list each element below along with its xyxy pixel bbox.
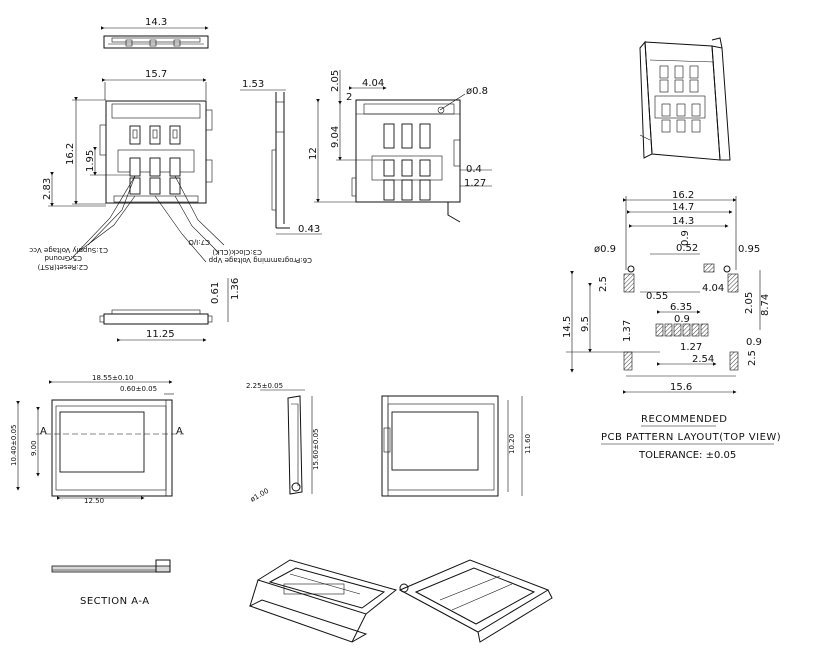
dim-rv-2: 2 [346, 92, 352, 103]
connector-right-view: 2.05 4.04 2 ø0.8 12 9.04 [308, 70, 492, 223]
side-view: 1.53 0.43 [240, 79, 322, 235]
pcb-title-2: PCB PATTERN LAYOUT(TOP VIEW) [601, 432, 781, 443]
tray-dim-lip: 0.60±0.05 [120, 385, 157, 393]
upper-contacts [129, 125, 181, 145]
dim-front-mid: 1.95 [85, 150, 96, 172]
pcb-dim-137: 1.37 [622, 320, 633, 342]
pin-c2-label: C2:Reset(RST) [37, 263, 88, 271]
pcb-dim-09c: 0.9 [746, 337, 762, 348]
tray-dim-inner: 9.00 [30, 440, 38, 456]
pin-c1-label: C1:Supply Voltage Vcc [29, 246, 108, 254]
pcb-dim-874: 8.74 [760, 294, 771, 316]
pcb-dim-25a: 2.5 [598, 276, 609, 292]
pcb-dim-055: 0.55 [646, 291, 668, 302]
tray-dim-depth: 12.50 [84, 497, 104, 505]
tray-dim-width: 18.55±0.10 [92, 374, 134, 382]
front-view: 15.7 16.2 [29, 69, 312, 271]
dim-rv-hole: ø0.8 [466, 86, 488, 97]
tray-section-a-right: A [176, 426, 183, 437]
pcb-hole: ø0.9 [594, 244, 616, 255]
pcb-dim-147: 14.7 [672, 202, 694, 213]
pcb-pad-row [655, 323, 709, 337]
rv-contacts [383, 123, 431, 201]
tray-back-dim-1020: 10.20 [508, 434, 516, 454]
tray-dim-height: 10.40±0.05 [10, 425, 18, 467]
pcb-dim-162: 16.2 [672, 190, 694, 201]
tray-3d-left [248, 559, 398, 643]
pcb-dim-09a: 0.9 [680, 230, 691, 246]
pcb-title-1: RECOMMENDED [641, 414, 727, 425]
pcb-dim-145: 14.5 [562, 316, 573, 338]
pcb-dim-127: 1.27 [680, 342, 702, 353]
pcb-dim-404: 4.04 [702, 283, 724, 294]
pcb-dim-254: 2.54 [692, 354, 714, 365]
top-profile-view: 14.3 [101, 17, 209, 49]
tray-3d-right [398, 559, 553, 643]
pin-labels: C7:I/O C3:Clock(CLK) C6:Programming Volt… [29, 238, 312, 271]
dim-rv-12: 12 [308, 147, 319, 160]
pcb-dim-052: 0.52 [676, 243, 698, 254]
dim-side-top: 1.53 [242, 79, 264, 90]
pin-c6-label: C6:Programming Voltage Vpp [208, 256, 312, 264]
bottom-side-view: 0.61 1.36 11.25 [99, 278, 241, 342]
pcb-dim-95: 9.5 [580, 316, 591, 332]
pcb-dim-205: 2.05 [744, 292, 755, 314]
pcb-pattern-layout: 16.2 14.7 14.3 ø0.9 0.52 0.9 0.95 2.5 0.… [562, 190, 781, 461]
dim-side-bottom: 0.43 [298, 224, 320, 235]
connector-3d-view [639, 37, 731, 161]
dim-rv-404: 4.04 [362, 78, 384, 89]
dim-rv-127: 1.27 [464, 178, 486, 189]
dim-front-low: 2.83 [42, 178, 53, 200]
dim-rv-904: 9.04 [330, 126, 341, 148]
tray-section-a-left: A [40, 426, 47, 437]
lower-contacts [129, 157, 181, 195]
pin-c3-label: C3:Clock(CLK) [212, 248, 262, 256]
tray-back-view: 10.20 11.60 [381, 395, 532, 497]
dim-bs-061: 0.61 [210, 282, 221, 304]
dim-bs-136: 1.36 [230, 278, 241, 300]
pcb-dim-156: 15.6 [670, 382, 692, 393]
section-a-a: SECTION A-A [51, 559, 171, 607]
dim-front-width: 15.7 [145, 69, 167, 80]
pin-c7-label: C7:I/O [188, 238, 210, 246]
pcb-dim-09b: 0.9 [674, 314, 690, 325]
pcb-dim-25b: 2.5 [747, 350, 758, 366]
dim-bs-1125: 11.25 [146, 329, 175, 340]
sim-tray-view: 18.55±0.10 0.60±0.05 A A 10.40±0.05 9.00… [10, 374, 184, 505]
pcb-dim-143: 14.3 [672, 216, 694, 227]
pin-leaders [69, 175, 225, 263]
pcb-dim-095: 0.95 [738, 244, 760, 255]
pin-c5-label: C5:Ground [45, 254, 82, 262]
ejector-pin-view: 2.25±0.05 15.60±0.05 ø1.00 [246, 382, 320, 504]
pcb-tolerance: TOLERANCE: ±0.05 [638, 450, 736, 461]
dim-rv-04: 0.4 [466, 164, 482, 175]
dim-front-height: 16.2 [65, 143, 76, 165]
pcb-dim-635: 6.35 [670, 302, 692, 313]
pin-dim-length: 15.60±0.05 [312, 429, 320, 471]
tray-back-dim-1160: 11.60 [524, 434, 532, 454]
pin-dim-hole: ø1.00 [249, 487, 270, 504]
section-label: SECTION A-A [80, 596, 150, 607]
pin-dim-width: 2.25±0.05 [246, 382, 283, 390]
dim-top-width: 14.3 [145, 17, 167, 28]
dim-rv-205: 2.05 [330, 70, 341, 92]
